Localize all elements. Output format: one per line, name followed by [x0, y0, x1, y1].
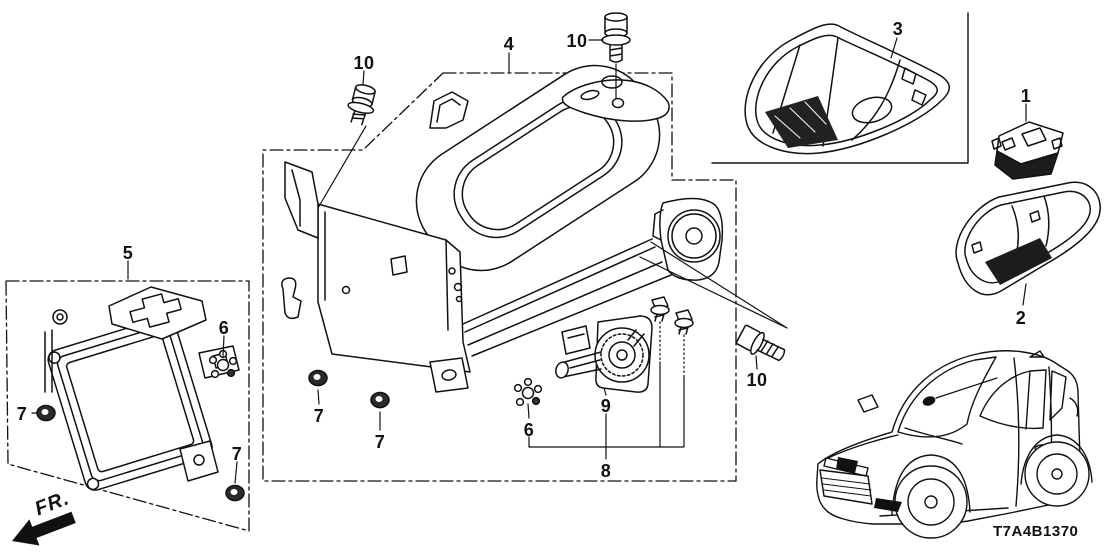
- nut7-center-b: [370, 391, 390, 409]
- callout-7-center-b: 7: [374, 432, 386, 452]
- callout-7-box5-br: 7: [231, 444, 243, 464]
- callout-9: 9: [600, 396, 612, 416]
- diagram-code: T7A4B1370: [993, 523, 1079, 540]
- part9-adjusting-unit-drawing: [555, 315, 653, 393]
- callout-4: 4: [503, 34, 515, 54]
- callout-1: 1: [1020, 86, 1032, 106]
- screw-b: [674, 309, 694, 335]
- bolt10-top-center: [601, 12, 631, 63]
- callout-7-center-a: 7: [313, 406, 325, 426]
- leader-lines: [31, 37, 1027, 484]
- callout-10-top-left: 10: [353, 53, 375, 73]
- part3-upper-cover-drawing: [744, 23, 950, 155]
- nut7-bottom-right-box5: [225, 484, 245, 502]
- callout-10-top-center: 10: [566, 31, 588, 51]
- callout-7-left: 7: [16, 404, 28, 424]
- part5-boundary-box: [5, 280, 250, 532]
- part4-bracket-drawing: [281, 64, 724, 393]
- callout-8: 8: [600, 461, 612, 481]
- fr-direction-arrow: [12, 511, 76, 546]
- screw-a: [650, 296, 670, 322]
- callout-5: 5: [122, 243, 134, 263]
- bolt10-bottom: [735, 324, 786, 362]
- part5-radar-unit-drawing: [44, 286, 240, 491]
- part1-camera-unit-drawing: [991, 121, 1064, 180]
- bolt10-top-left: [347, 84, 376, 126]
- part3-corner-lines: [711, 12, 969, 164]
- part2-lower-cover-drawing: [955, 181, 1101, 296]
- nut7-center-a: [308, 369, 328, 387]
- callout-6-box5: 6: [218, 318, 230, 338]
- callout-6-center: 6: [523, 420, 535, 440]
- clip6-center: [513, 377, 543, 407]
- part4-boundary-box: [262, 72, 737, 482]
- callout-3: 3: [892, 19, 904, 39]
- callout-2: 2: [1015, 308, 1027, 328]
- vehicle-drawing: [816, 350, 1093, 539]
- callout-10-bottom: 10: [746, 370, 768, 390]
